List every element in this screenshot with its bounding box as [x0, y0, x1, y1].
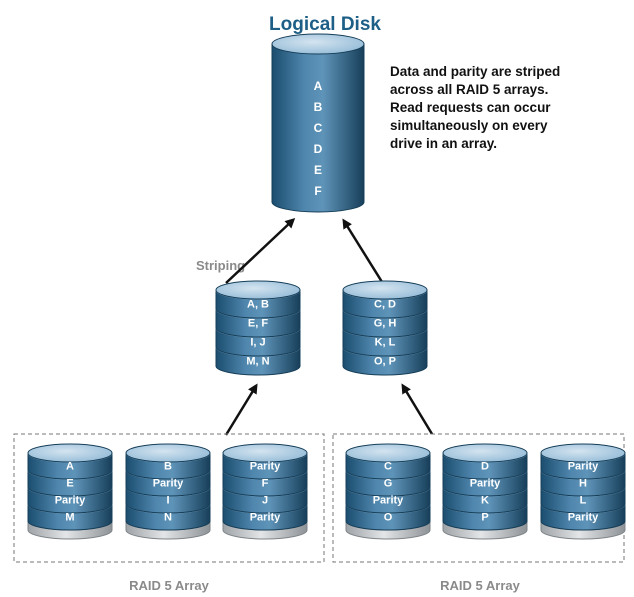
cylinder-label: K, L	[375, 337, 396, 349]
cylinder-label: G	[384, 478, 393, 490]
cylinder-label: Parity	[470, 478, 501, 490]
logical-disk-letter: F	[314, 184, 321, 198]
logical-disk-letter: D	[314, 142, 323, 156]
logical-disk-letter: B	[314, 100, 323, 114]
cylinder-top	[222, 443, 308, 463]
diagram-note: Data and parity are striped across all RA…	[390, 64, 560, 151]
cylinder-label: E	[66, 478, 73, 490]
cylinder-label: M	[65, 512, 74, 524]
note-line: across all RAID 5 arrays.	[390, 82, 548, 97]
striping-label: Striping	[196, 258, 245, 273]
cylinder-label: G, H	[374, 318, 397, 330]
note-line: Read requests can occur	[390, 100, 551, 115]
note-line: Data and parity are striped	[390, 64, 560, 79]
cylinder-label: E, F	[248, 318, 268, 330]
logical-disk-body	[271, 43, 365, 213]
cylinder-label: O	[384, 512, 393, 524]
logical-disk-top	[271, 33, 365, 55]
arrow-array-right-to-stripe	[401, 383, 434, 435]
note-line: simultaneously on every	[390, 118, 548, 133]
cylinder-label: L	[580, 495, 587, 507]
cylinder-label: I	[166, 495, 169, 507]
cylinder-label: M, N	[246, 356, 269, 368]
cylinder-top	[125, 443, 211, 463]
raid-array-box-right	[332, 433, 625, 563]
arrow-stripe-left-to-logical	[225, 217, 296, 284]
logical-disk-letter: E	[314, 163, 322, 177]
arrow-stripe-right-to-logical	[342, 218, 384, 283]
cylinder-label: Parity	[373, 495, 404, 507]
cylinder-top	[540, 443, 626, 463]
cylinder-top	[442, 443, 528, 463]
stripe-sets: A, B E, F I, J M, N C, D G, H K, L O, P	[215, 280, 428, 376]
cylinder-label: B	[164, 461, 172, 473]
cylinder-label: Parity	[568, 461, 599, 473]
cylinder-label: I, J	[250, 337, 265, 349]
cylinder-top	[342, 280, 428, 300]
cylinder-label: A, B	[247, 299, 269, 311]
raid-drives: AEParityMBParityINParityFJParityCGParity…	[27, 443, 626, 540]
cylinder-label: O, P	[374, 356, 396, 368]
cylinder-label: H	[579, 478, 587, 490]
arrow-array-left-to-stripe	[224, 383, 258, 436]
cylinder-label: P	[481, 512, 488, 524]
cylinder-label: Parity	[250, 461, 281, 473]
cylinder-top	[215, 280, 301, 300]
cylinder-label: D	[481, 461, 489, 473]
cylinder-label: A	[66, 461, 74, 473]
cylinder-label: C, D	[374, 299, 396, 311]
cylinder-label: C	[384, 461, 392, 473]
stripe-set-cylinder: C, D G, H K, L O, P	[342, 280, 428, 376]
logical-disk-letter: A	[314, 79, 323, 93]
cylinder-label: Parity	[568, 512, 599, 524]
cylinder-label: Parity	[153, 478, 184, 490]
cylinder-top	[27, 443, 113, 463]
cylinder-label: Parity	[55, 495, 86, 507]
cylinder-label: J	[262, 495, 268, 507]
raid-array-label-right: RAID 5 Array	[440, 578, 520, 593]
cylinder-label: K	[481, 495, 489, 507]
diagram-title: Logical Disk	[269, 14, 381, 35]
logical-disk-letter: C	[314, 121, 323, 135]
cylinder-label: Parity	[250, 512, 281, 524]
cylinder-top	[345, 443, 431, 463]
raid-array-label-left: RAID 5 Array	[129, 578, 209, 593]
cylinder-label: F	[262, 478, 269, 490]
note-line: drive in an array.	[390, 136, 497, 151]
raid-array-box-left	[13, 433, 325, 563]
stripe-set-cylinder: A, B E, F I, J M, N	[215, 280, 301, 376]
cylinder-label: N	[164, 512, 172, 524]
